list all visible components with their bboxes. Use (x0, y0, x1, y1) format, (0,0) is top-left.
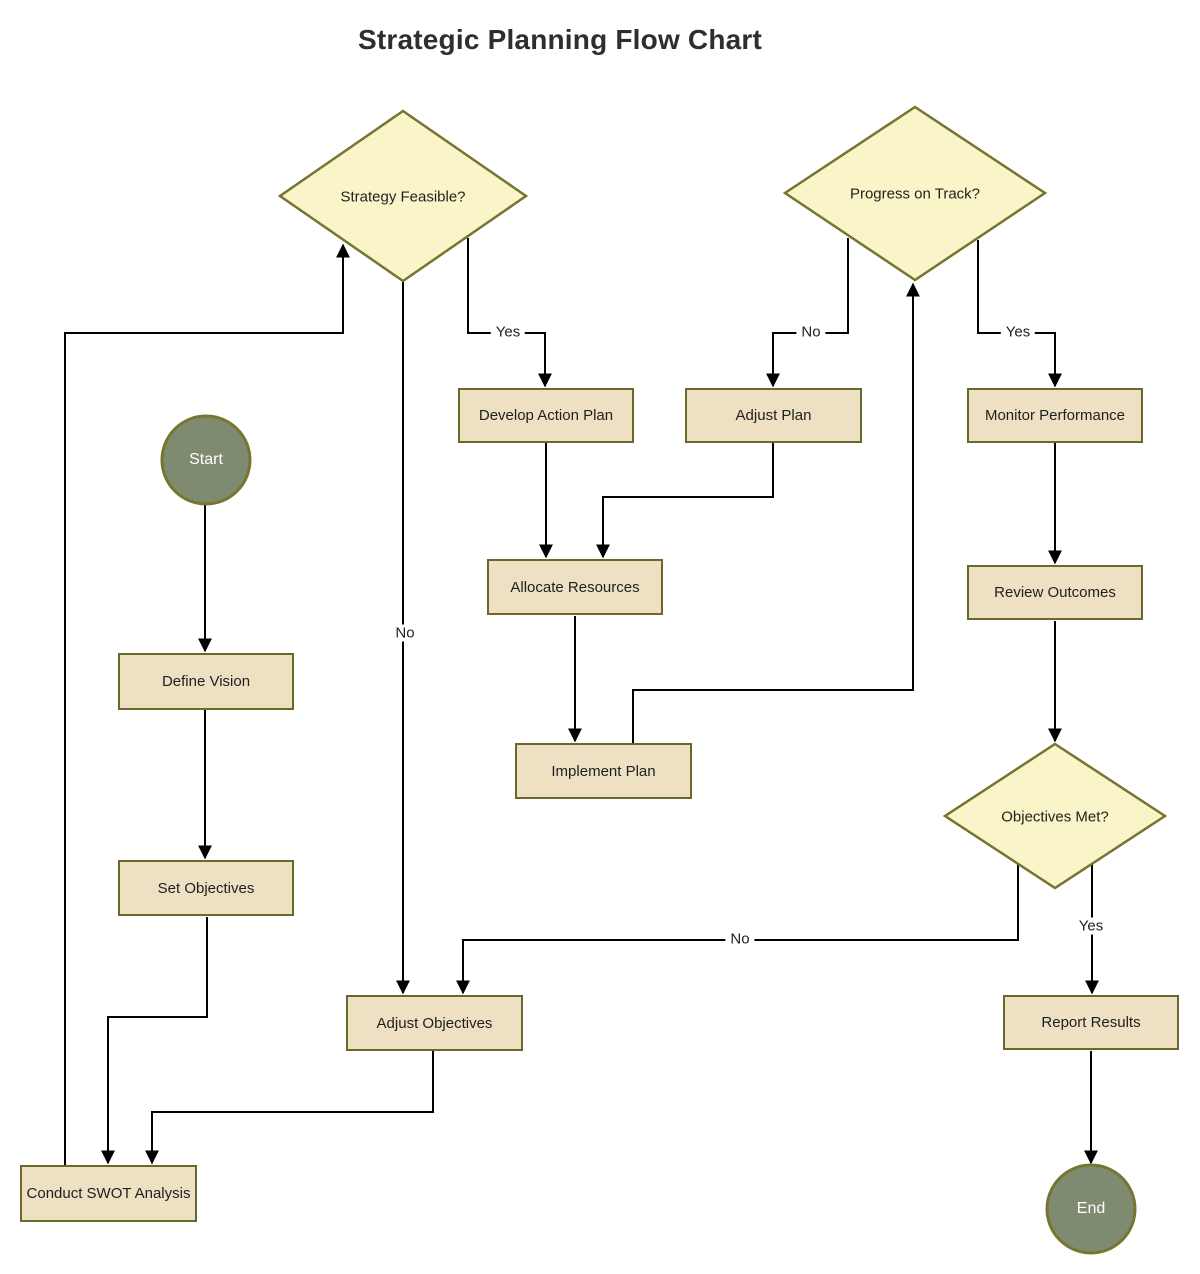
terminal-start (160, 414, 252, 506)
diagram-title: Strategic Planning Flow Chart (357, 24, 763, 55)
edge-label-objectives-met-no: No (725, 930, 755, 948)
process-adjust-plan: Adjust Plan (685, 388, 862, 443)
process-set-objectives-label: Set Objectives (157, 879, 255, 897)
process-conduct-swot-analysis: Conduct SWOT Analysis (20, 1165, 197, 1222)
edges-group (64, 238, 1099, 1165)
edge-adjust-plan-allocate-resources (596, 443, 774, 559)
process-monitor-performance: Monitor Performance (967, 388, 1143, 443)
edge-strategy-feasible-yes-develop-action-plan (467, 238, 552, 388)
process-develop-action-plan-label: Develop Action Plan (478, 407, 614, 424)
process-adjust-objectives: Adjust Objectives (346, 995, 523, 1051)
process-report-results: Report Results (1003, 995, 1179, 1050)
edge-progress-on-track-no-adjust-plan (766, 238, 849, 388)
terminal-end (1045, 1163, 1137, 1255)
edge-conduct-swot-strategy-feasible (64, 243, 350, 1165)
edge-objectives-met-no-adjust-objectives (456, 864, 1019, 995)
process-report-results-label: Report Results (1041, 1014, 1141, 1031)
process-monitor-performance-label: Monitor Performance (984, 407, 1126, 424)
terminal-end-label: End (1076, 1200, 1106, 1217)
decision-strategy-feasible (277, 109, 529, 283)
process-adjust-objectives-label: Adjust Objectives (376, 1014, 493, 1032)
decision-progress-on-track-label: Progress on Track? (849, 185, 981, 203)
decision-objectives-met (942, 742, 1168, 890)
process-allocate-resources: Allocate Resources (487, 559, 663, 615)
edge-label-progress-on-track-no: No (796, 323, 826, 341)
process-adjust-plan-label: Adjust Plan (735, 407, 812, 424)
process-review-outcomes-label: Review Outcomes (994, 584, 1116, 601)
terminal-start-label: Start (189, 451, 223, 468)
edge-label-strategy-feasible-yes: Yes (490, 323, 526, 341)
edge-implement-plan-progress-on-track (632, 282, 920, 743)
process-define-vision-label: Define Vision (161, 673, 251, 690)
process-conduct-swot-analysis-label: Conduct SWOT Analysis (26, 1185, 191, 1202)
process-allocate-resources-label: Allocate Resources (510, 578, 640, 596)
decision-objectives-met-label: Objectives Met? (1001, 808, 1109, 826)
process-develop-action-plan: Develop Action Plan (458, 388, 634, 443)
edge-set-objectives-conduct-swot (101, 917, 208, 1165)
process-implement-plan: Implement Plan (515, 743, 692, 799)
process-review-outcomes: Review Outcomes (967, 565, 1143, 620)
process-implement-plan-label: Implement Plan (551, 762, 656, 780)
edge-adjust-objectives-conduct-swot (145, 1051, 434, 1165)
process-define-vision: Define Vision (118, 653, 294, 710)
decision-progress-on-track (782, 105, 1048, 282)
edge-progress-on-track-yes-monitor-performance (977, 240, 1062, 388)
decision-strategy-feasible-label: Strategy Feasible? (340, 188, 466, 206)
edge-label-strategy-feasible-no: No (390, 624, 420, 642)
edge-label-progress-on-track-yes: Yes (1000, 323, 1036, 341)
process-set-objectives: Set Objectives (118, 860, 294, 916)
edge-label-objectives-met-yes: Yes (1073, 917, 1109, 935)
